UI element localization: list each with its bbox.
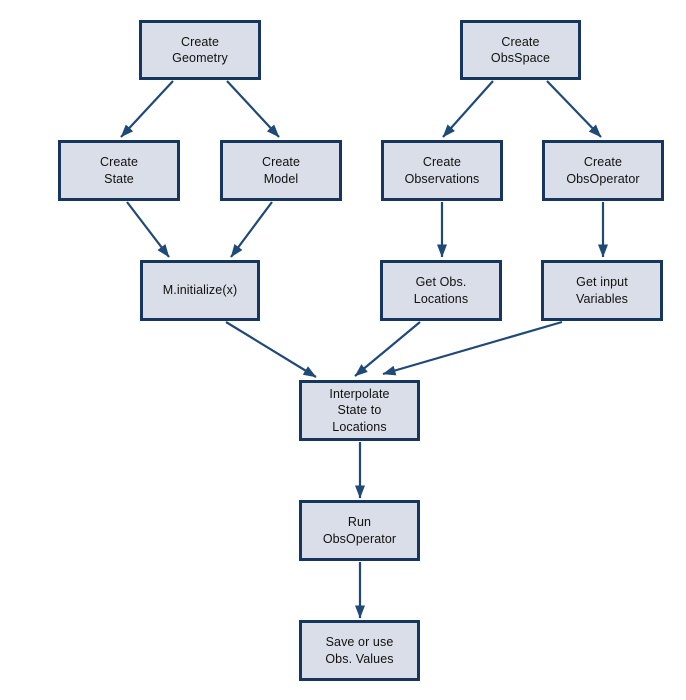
- edge-get-input-variables-to-interpolate-state: [382, 320, 563, 376]
- node-label: Create ObsOperator: [566, 155, 640, 186]
- node-label: Create Observations: [404, 155, 480, 186]
- node-label: Create Geometry: [172, 34, 228, 66]
- node-m-initialize: M.initialize(x): [140, 260, 260, 321]
- node-label: Save or use Obs. Values: [325, 635, 394, 666]
- node-label: Interpolate State to Locations: [329, 386, 390, 434]
- edge-m-initialize-to-interpolate-state: [225, 321, 317, 378]
- edge-create-obsspace-to-create-observations: [442, 80, 494, 138]
- node-create-obsoperator: Create ObsOperator: [542, 140, 664, 201]
- node-label: Create State: [99, 155, 139, 186]
- node-create-model: Create Model: [220, 140, 342, 201]
- edge-create-state-to-m-initialize: [126, 201, 170, 258]
- node-label: Get input Variables: [575, 275, 629, 306]
- edge-create-geometry-to-create-state: [120, 80, 174, 138]
- node-run-obsoperator: Run ObsOperator: [299, 500, 420, 561]
- node-interpolate-state: Interpolate State to Locations: [299, 380, 420, 441]
- node-create-geometry: Create Geometry: [139, 20, 261, 80]
- edge-create-model-to-m-initialize: [230, 201, 273, 258]
- node-get-input-variables: Get input Variables: [541, 260, 663, 321]
- edge-create-obsspace-to-create-obsoperator: [546, 80, 602, 138]
- node-create-obsspace: Create ObsSpace: [460, 20, 581, 80]
- edge-get-obs-locations-to-interpolate-state: [354, 321, 421, 377]
- node-label: M.initialize(x): [162, 283, 238, 298]
- node-create-state: Create State: [58, 140, 180, 201]
- node-save-obs-values: Save or use Obs. Values: [299, 620, 420, 681]
- node-create-observations: Create Observations: [381, 140, 503, 201]
- node-get-obs-locations: Get Obs. Locations: [380, 260, 502, 321]
- node-label: Create ObsSpace: [490, 34, 551, 66]
- edge-create-geometry-to-create-model: [226, 80, 280, 138]
- node-label: Create Model: [261, 155, 301, 186]
- node-label: Get Obs. Locations: [413, 275, 469, 306]
- node-label: Run ObsOperator: [322, 515, 397, 546]
